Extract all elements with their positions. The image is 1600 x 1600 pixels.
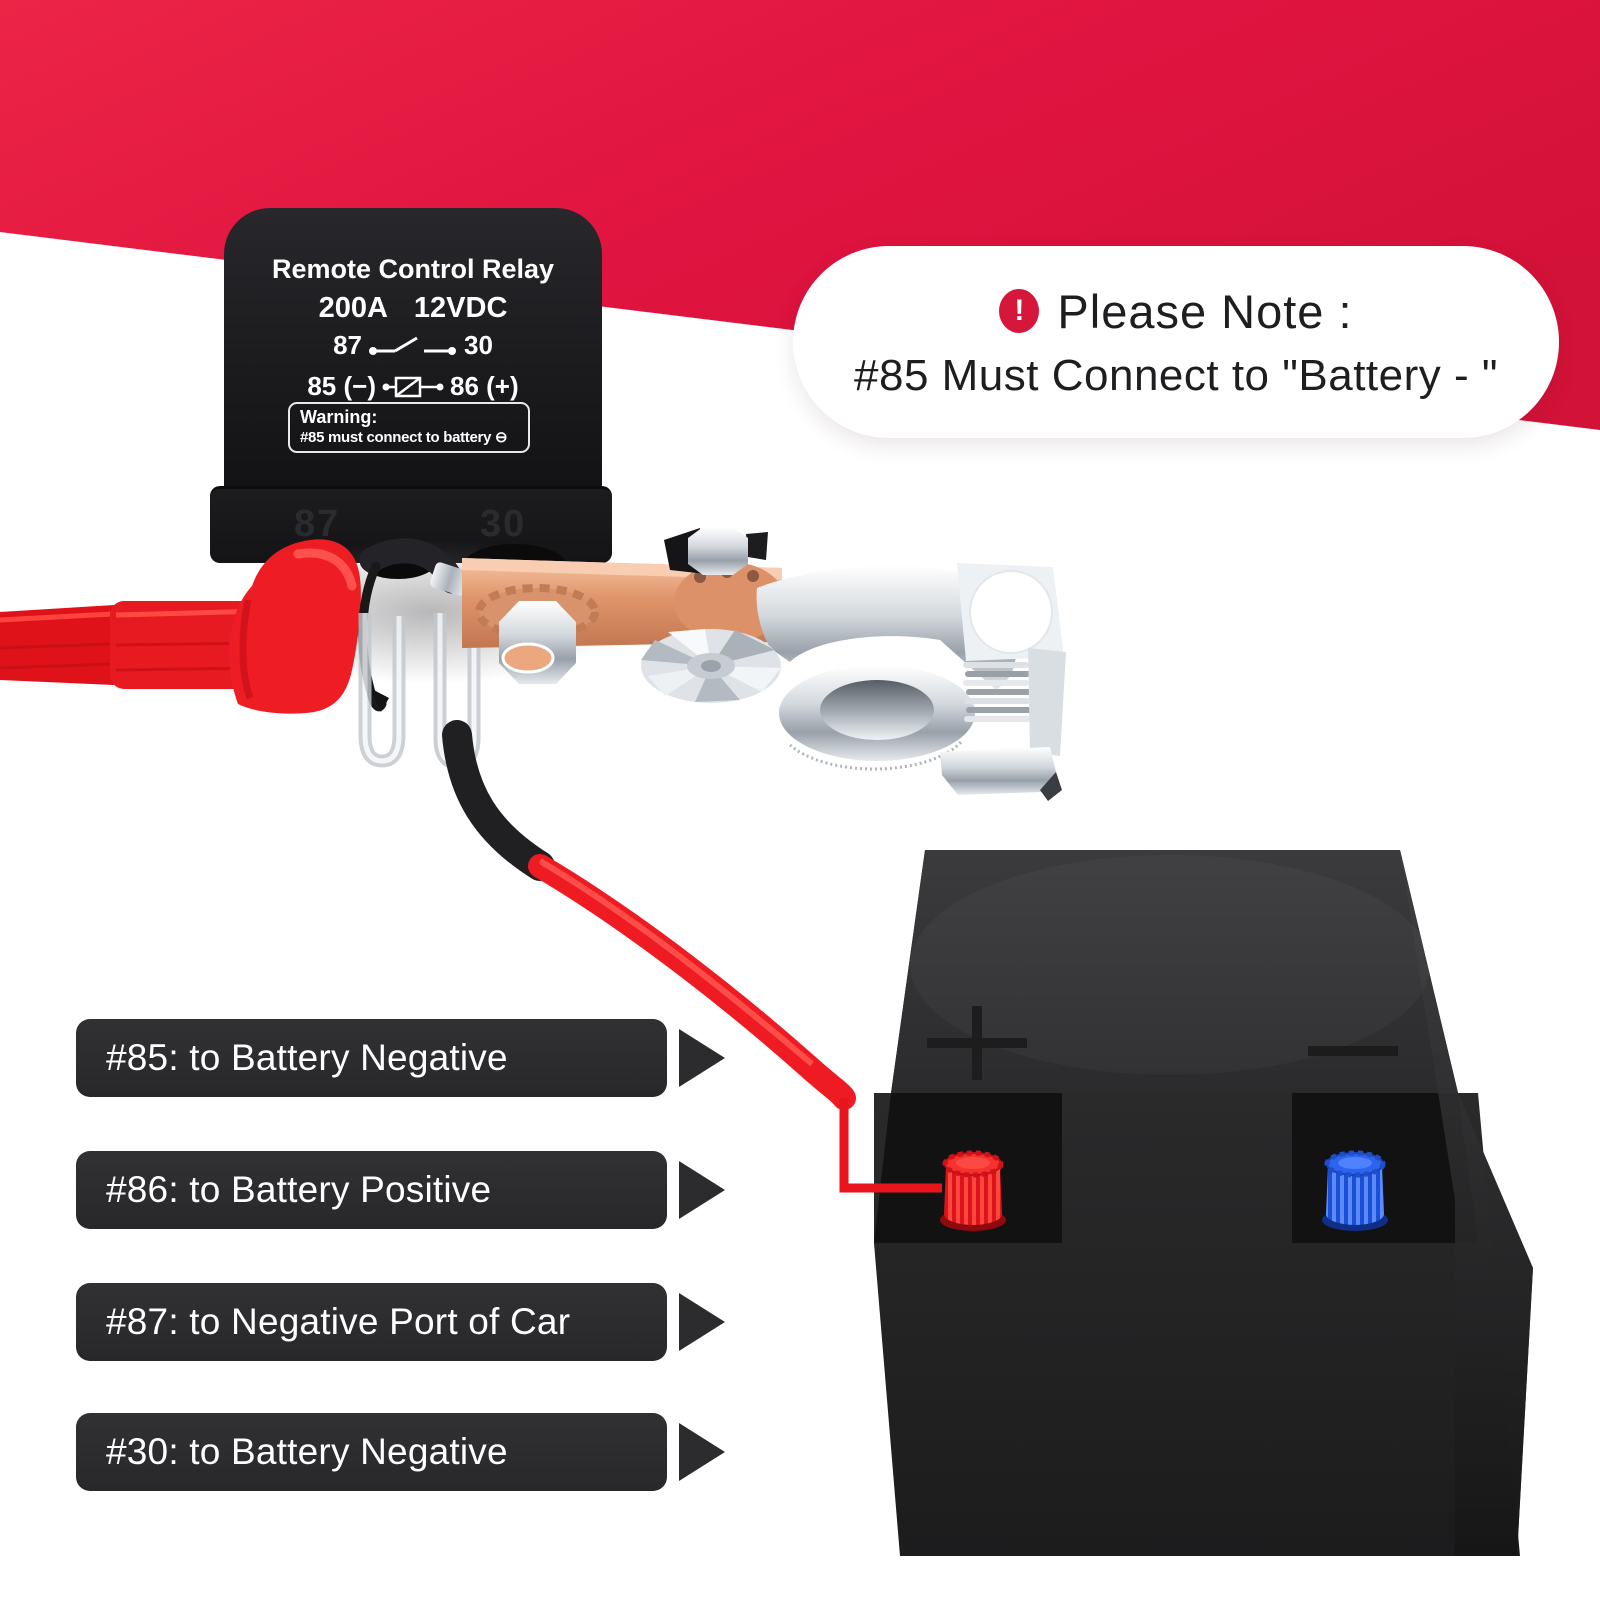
clamp-ring xyxy=(779,665,975,761)
copper-busbar xyxy=(462,558,786,684)
red-connection-line xyxy=(839,1098,942,1193)
battery-positive-symbol xyxy=(927,1006,1027,1080)
coil-symbol-icon xyxy=(382,376,444,397)
arrow-right-icon xyxy=(679,1029,725,1087)
metal-u-clip-right xyxy=(433,613,481,770)
callout-30-bar: #30: to Battery Negative xyxy=(76,1413,667,1491)
car-battery xyxy=(874,850,1533,1556)
relay-warning-text: #85 must connect to battery ⊖ xyxy=(300,428,508,446)
relay-warning-title: Warning: xyxy=(300,407,378,427)
arrow-right-icon xyxy=(679,1161,725,1219)
battery-terminal-clamp xyxy=(641,527,1066,801)
relay-warning-box: Warning: #85 must connect to battery ⊖ xyxy=(288,402,530,453)
relay-body: Remote Control Relay 200A 12VDC 87 30 85… xyxy=(224,208,602,500)
star-washer xyxy=(641,629,781,703)
arrow-right-icon xyxy=(679,1423,725,1481)
metal-u-clip-left xyxy=(358,613,406,768)
relay-ratings: 200A 12VDC xyxy=(224,292,602,325)
relay-rating-volts: 12VDC xyxy=(413,292,508,324)
trigger-cable xyxy=(442,720,942,1193)
callout-87-bar: #87: to Negative Port of Car xyxy=(76,1283,667,1361)
note-text: #85 Must Connect to "Battery - " xyxy=(854,350,1498,400)
callout-87: #87: to Negative Port of Car xyxy=(76,1283,725,1361)
relay-schematic-coil-row: 85 (−) 86 (+) xyxy=(224,371,602,402)
relay-pin-85-label: 85 (−) xyxy=(307,371,376,401)
battery-negative-cap xyxy=(1322,1150,1388,1231)
battery-negative-symbol xyxy=(1308,1046,1398,1056)
note-title: Please Note : xyxy=(1057,284,1353,338)
switch-symbol-icon xyxy=(369,336,456,355)
relay-case-pin-30: 30 xyxy=(480,503,527,545)
black-trigger-wire xyxy=(358,561,387,712)
relay-pin-30-label: 30 xyxy=(464,330,493,360)
arrow-right-icon xyxy=(679,1293,725,1351)
black-cable-sleeve xyxy=(442,720,555,881)
relay-rating-amps: 200A xyxy=(318,292,388,324)
hex-bolt-top xyxy=(688,527,748,575)
clamp-nut xyxy=(940,747,1056,795)
clamp-spring xyxy=(963,662,1032,722)
relay-flange: 87 30 xyxy=(210,486,612,563)
wire-ferrule xyxy=(430,562,470,596)
hex-bolt-front xyxy=(499,601,576,684)
callout-86-bar: #86: to Battery Positive xyxy=(76,1151,667,1229)
relay-case-pin-87: 87 xyxy=(294,503,341,545)
relay-title: Remote Control Relay xyxy=(271,254,555,284)
red-power-cable xyxy=(0,539,361,714)
callout-85-bar: #85: to Battery Negative xyxy=(76,1019,667,1097)
note-bubble: ! Please Note : #85 Must Connect to "Bat… xyxy=(793,246,1559,438)
red-terminal-boot xyxy=(229,539,361,714)
callout-85: #85: to Battery Negative xyxy=(76,1019,725,1097)
callout-30: #30: to Battery Negative xyxy=(76,1413,725,1491)
bolt-block xyxy=(957,563,1064,661)
relay-pin-87-label: 87 xyxy=(333,330,362,360)
relay-pin-hardware xyxy=(358,538,567,770)
battery-positive-cap xyxy=(940,1150,1006,1231)
relay-pin-86-label: 86 (+) xyxy=(450,371,519,401)
alert-icon: ! xyxy=(999,289,1040,333)
callout-86: #86: to Battery Positive xyxy=(76,1151,725,1229)
relay-schematic-switch-row: 87 30 xyxy=(224,330,602,361)
